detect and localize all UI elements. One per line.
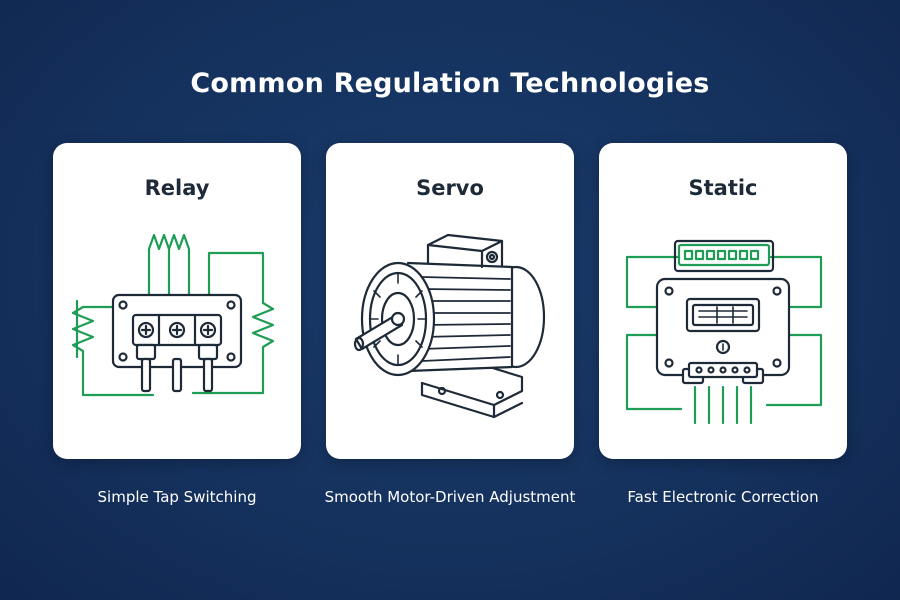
servo-motor-icon bbox=[353, 233, 546, 419]
card-static: Static bbox=[599, 143, 847, 459]
card-title-relay: Relay bbox=[144, 176, 210, 200]
card-relay: Relay bbox=[53, 143, 301, 459]
card-title-static: Static bbox=[688, 176, 758, 200]
card-title-servo: Servo bbox=[416, 176, 484, 200]
relay-tap-switch-icon bbox=[71, 233, 275, 397]
page-title: Common Regulation Technologies bbox=[190, 68, 710, 100]
static-electronic-module-icon bbox=[625, 239, 823, 425]
caption-relay: Simple Tap Switching bbox=[97, 488, 257, 506]
caption-servo: Smooth Motor-Driven Adjustment bbox=[324, 488, 576, 506]
card-servo: Servo bbox=[326, 143, 574, 459]
caption-static: Fast Electronic Correction bbox=[627, 488, 819, 506]
